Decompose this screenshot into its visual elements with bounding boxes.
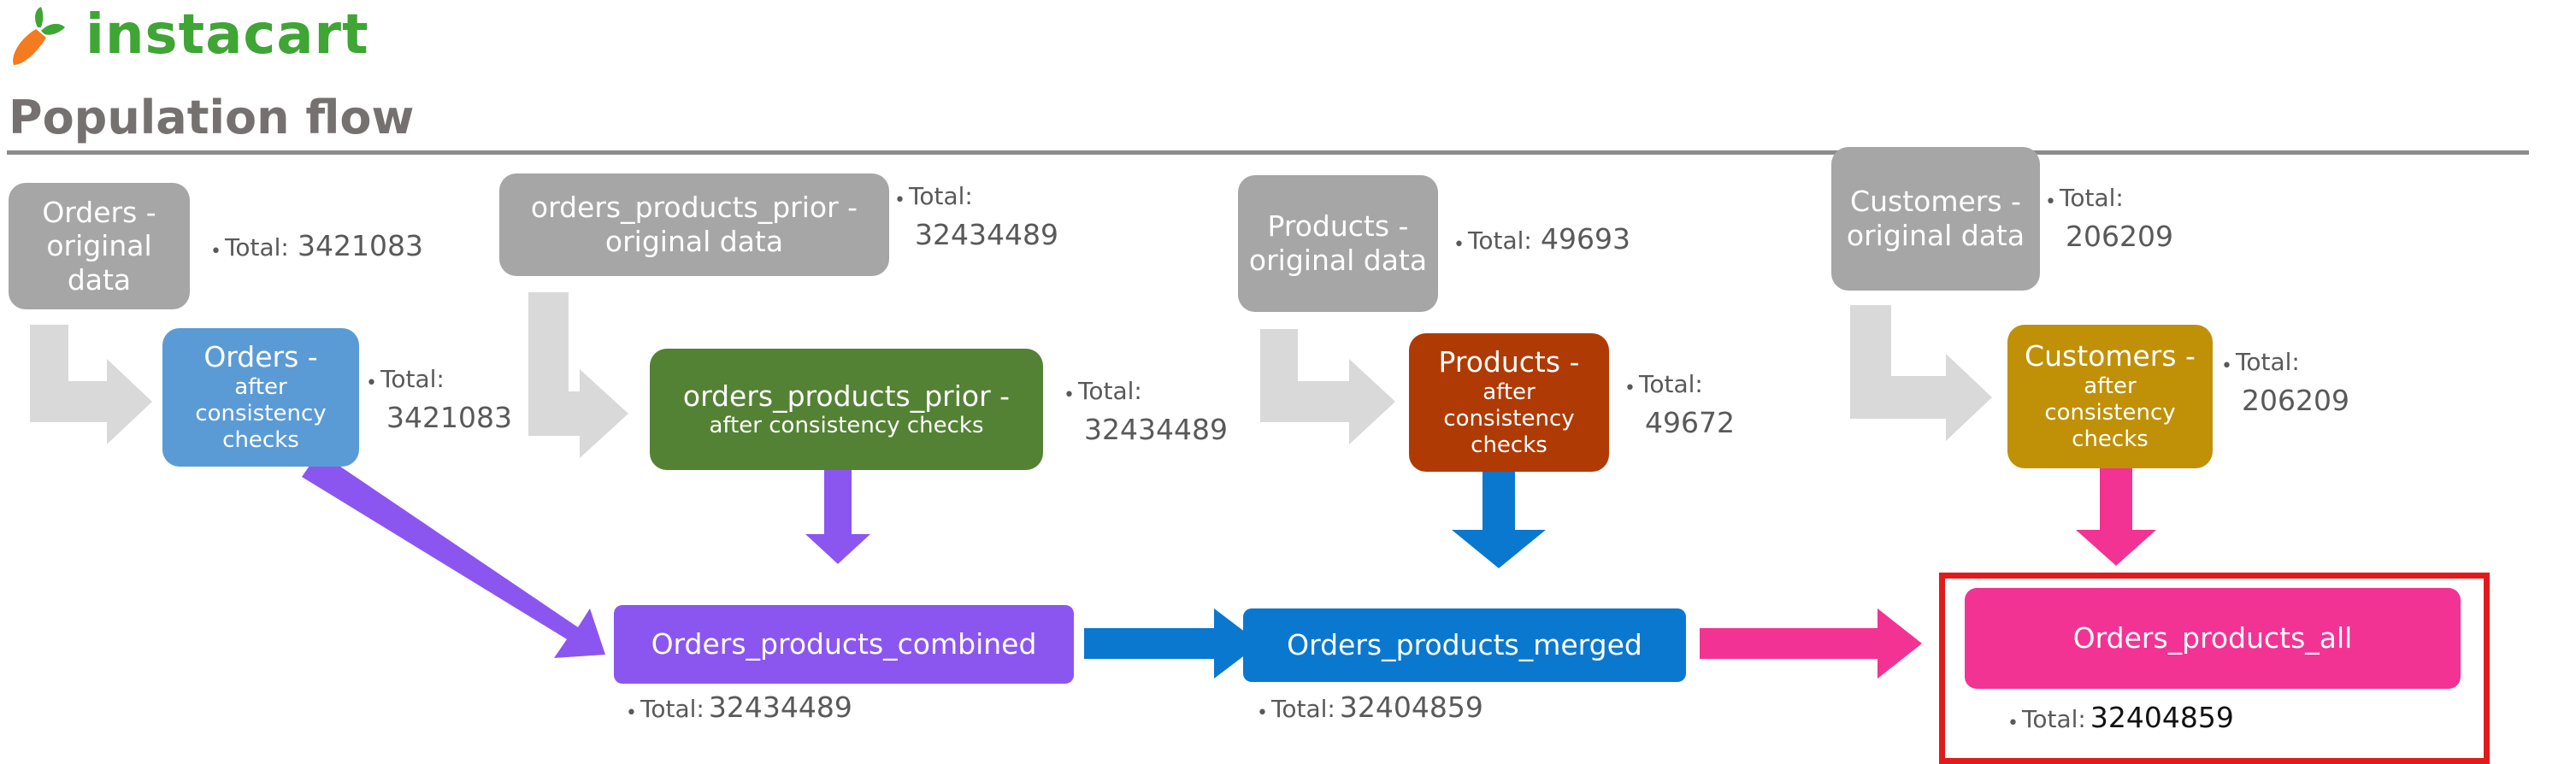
source-label-line: original data bbox=[1846, 219, 2025, 252]
checked-sub-line: consistency bbox=[1443, 406, 1575, 432]
bullet-icon: • bbox=[626, 702, 637, 724]
bullet-icon: • bbox=[2007, 712, 2019, 734]
blue-arrow-right bbox=[1084, 608, 1260, 679]
merged-box-combined: Orders_products_combined bbox=[614, 605, 1074, 684]
checked-sub-line: checks bbox=[1471, 432, 1547, 459]
grey-arrow-opp bbox=[528, 292, 628, 458]
checked-title: Orders - bbox=[203, 340, 318, 374]
checked-box-orders: Orders - after consistency checks bbox=[162, 328, 359, 467]
checked-sub-line: checks bbox=[2072, 426, 2149, 453]
source-label-line: data bbox=[67, 262, 132, 297]
checked-sub-line: after bbox=[234, 374, 287, 401]
purple-arrow-diagonal bbox=[302, 452, 605, 658]
merged-label: Orders_products_merged bbox=[1287, 628, 1642, 662]
title-divider bbox=[7, 150, 2529, 155]
checked-sub-line: after bbox=[1483, 379, 1536, 406]
bullet-icon: • bbox=[2045, 191, 2056, 213]
blue-arrow-down bbox=[1452, 466, 1546, 568]
grey-arrow-products bbox=[1260, 329, 1395, 444]
checked-sub-line: checks bbox=[222, 427, 299, 454]
highlight-frame bbox=[1939, 573, 2490, 764]
merged-total-merged: •Total: 32404859 bbox=[1257, 691, 1483, 724]
source-label-line: Customers - bbox=[1850, 185, 2021, 219]
brand-name: instacart bbox=[85, 3, 369, 67]
source-box-products: Products - original data bbox=[1238, 175, 1438, 312]
checked-box-products: Products - after consistency checks bbox=[1409, 333, 1609, 472]
source-box-customers: Customers - original data bbox=[1831, 147, 2040, 291]
pink-arrow-right bbox=[1700, 608, 1922, 679]
purple-arrow-down bbox=[805, 463, 870, 564]
checked-total-orders-products-prior: •Total: 32434489 bbox=[1064, 377, 1228, 446]
bullet-icon: • bbox=[1624, 377, 1636, 399]
source-label-line: Orders - bbox=[42, 195, 156, 229]
checked-total-orders: •Total: 3421083 bbox=[366, 365, 512, 434]
checked-sub-line: after bbox=[2084, 373, 2137, 400]
checked-sub-line: consistency bbox=[2044, 400, 2176, 426]
source-label-line: original bbox=[46, 229, 152, 263]
checked-sub-line: consistency bbox=[195, 401, 327, 427]
checked-title: Products - bbox=[1438, 345, 1580, 379]
source-total-orders: •Total: 3421083 bbox=[210, 229, 423, 262]
bullet-icon: • bbox=[894, 189, 905, 211]
source-box-orders-products-prior: orders_products_prior - original data bbox=[499, 173, 889, 276]
checked-box-orders-products-prior: orders_products_prior - after consistenc… bbox=[650, 349, 1043, 470]
checked-total-products: •Total: 49672 bbox=[1624, 370, 1735, 439]
bullet-icon: • bbox=[2221, 355, 2232, 377]
checked-box-customers: Customers - after consistency checks bbox=[2007, 325, 2213, 468]
instacart-logo: instacart bbox=[7, 3, 369, 69]
grey-arrow-orders bbox=[30, 325, 152, 444]
checked-title: orders_products_prior - bbox=[682, 379, 1011, 413]
source-label-line: orders_products_prior - bbox=[530, 191, 858, 225]
checked-sub-line: after consistency checks bbox=[709, 413, 984, 439]
merged-box-all: Orders_products_all bbox=[1965, 588, 2461, 689]
merged-total-all: •Total: 32404859 bbox=[2007, 701, 2234, 734]
page-title: Population flow bbox=[9, 91, 415, 144]
source-box-orders: Orders - original data bbox=[9, 183, 190, 309]
source-total-products: •Total: 49693 bbox=[1453, 222, 1630, 256]
bullet-icon: • bbox=[210, 240, 221, 262]
source-total-customers: •Total: 206209 bbox=[2045, 184, 2173, 253]
checked-title: Customers - bbox=[2025, 339, 2196, 373]
bullet-icon: • bbox=[366, 372, 377, 394]
source-label-line: Products - bbox=[1267, 209, 1409, 244]
pink-arrow-down bbox=[2076, 466, 2156, 566]
merged-label: Orders_products_all bbox=[2072, 621, 2353, 655]
grey-arrow-customers bbox=[1850, 305, 1992, 441]
checked-total-customers: •Total: 206209 bbox=[2221, 348, 2349, 417]
bullet-icon: • bbox=[1257, 702, 1268, 724]
merged-total-combined: •Total: 32434489 bbox=[626, 691, 852, 724]
bullet-icon: • bbox=[1453, 233, 1465, 256]
source-label-line: original data bbox=[604, 225, 784, 258]
source-total-orders-products-prior: •Total: 32434489 bbox=[894, 182, 1058, 251]
source-label-line: original data bbox=[1248, 244, 1428, 277]
merged-box-merged: Orders_products_merged bbox=[1243, 608, 1686, 682]
merged-label: Orders_products_combined bbox=[651, 627, 1037, 661]
carrot-icon bbox=[13, 7, 65, 65]
bullet-icon: • bbox=[1064, 384, 1075, 406]
